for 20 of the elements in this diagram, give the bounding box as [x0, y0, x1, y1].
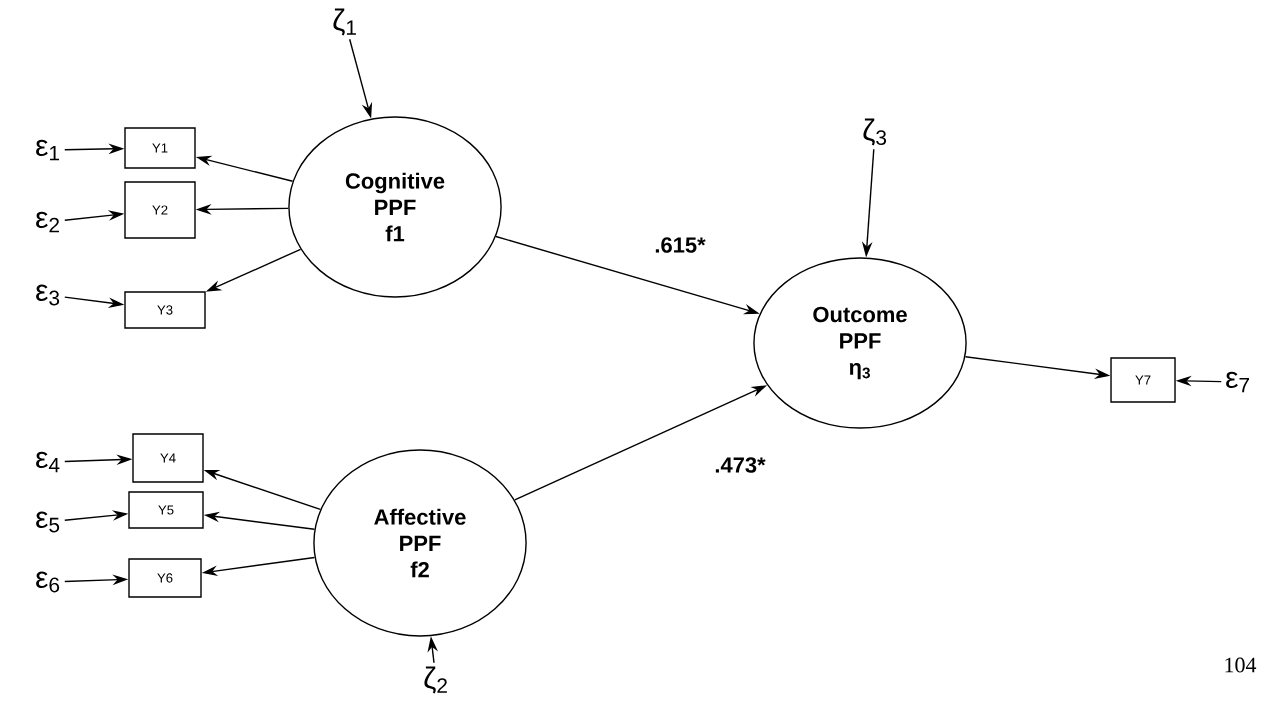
indicator-box: Y7: [1110, 357, 1176, 403]
error-symbol: ε$_{7}$: [1226, 371, 1249, 393]
error-symbol: ζ$_{2}$: [424, 666, 447, 694]
page-number: 104: [1225, 657, 1257, 673]
error-symbol: ε$_{2}$: [36, 211, 59, 233]
error-symbol: ε$_{6}$: [36, 571, 60, 593]
error-symbol: ε$_{3}$: [36, 284, 60, 306]
edge-label: .473*: [712, 455, 768, 475]
error-symbol: ζ$_{3}$: [863, 118, 887, 146]
indicator-box: Y4: [132, 433, 204, 483]
indicator-box: Y1: [124, 127, 196, 169]
error-symbol: ε$_{4}$: [36, 451, 60, 473]
indicator-box: Y5: [128, 491, 204, 529]
error-symbol: ε$_{1}$: [36, 139, 59, 161]
edge-label: .615*: [652, 235, 708, 255]
error-symbol: ζ$_{1}$: [333, 8, 356, 36]
indicator-box: Y3: [124, 291, 206, 329]
indicator-box: Y2: [124, 181, 196, 239]
indicator-box: Y6: [128, 558, 202, 598]
error-symbol: ε$_{5}$: [36, 511, 60, 533]
